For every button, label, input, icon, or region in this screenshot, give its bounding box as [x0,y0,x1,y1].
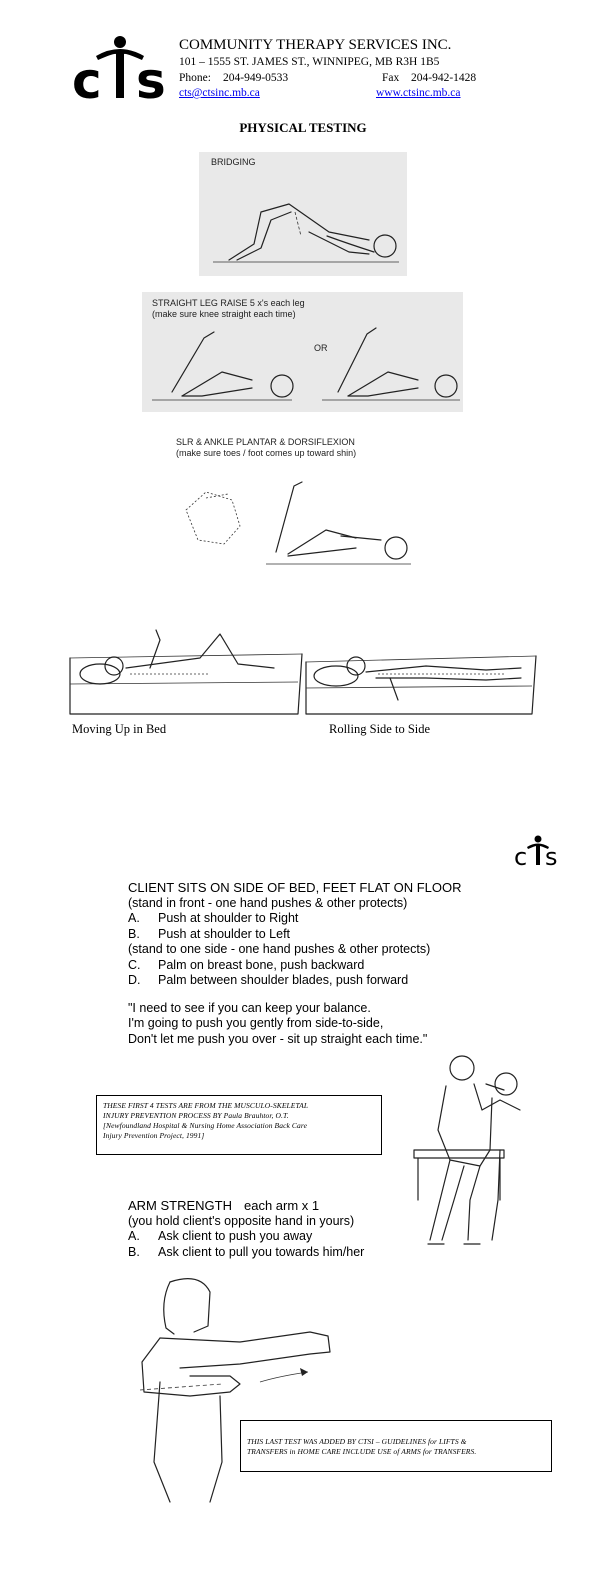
balance-subheading-front: (stand in front - one hand pushes & othe… [128,895,408,910]
caption-rolling-side-to-side: Rolling Side to Side [329,722,431,736]
bridging-illustration: BRIDGING [199,152,407,276]
ankle-label-line2: (make sure toes / foot comes up toward s… [176,448,356,458]
balance-heading: CLIENT SITS ON SIDE OF BED, FEET FLAT ON… [128,880,462,895]
company-logo: c s [72,34,172,110]
arm-strength-subheading: (you hold client's opposite hand in your… [128,1213,355,1228]
balance-item: C.Palm on breast bone, push backward [128,957,365,972]
website-link[interactable]: www.ctsinc.mb.ca [376,87,461,99]
source-note-box: THESE FIRST 4 TESTS ARE FROM THE MUSCULO… [96,1095,382,1155]
balance-quote-line: Don't let me push you over - sit up stra… [128,1031,428,1046]
phone-label: Phone: [179,72,211,84]
ankle-illustration: SLR & ANKLE PLANTAR & DORSIFLEXION (make… [176,434,416,574]
moving-up-in-bed-illustration [69,618,303,722]
balance-quote-line: I'm going to push you gently from side-t… [128,1016,384,1030]
rolling-side-to-side-illustration [305,636,537,720]
slr-label-line1: STRAIGHT LEG RAISE 5 x's each leg [152,298,305,308]
ctsi-note-box: THIS LAST TEST WAS ADDED BY CTSI – GUIDE… [240,1420,552,1472]
fax-number: 204-942-1428 [411,72,477,84]
svg-text:c: c [514,843,527,871]
arm-strength-illustration [130,1272,350,1512]
balance-item: B.Push at shoulder to Left [128,926,291,941]
page-title: PHYSICAL TESTING [239,120,367,135]
page2-logo: c s [514,834,562,871]
svg-text:c: c [72,52,102,110]
email-link[interactable]: cts@ctsinc.mb.ca [179,87,260,99]
balance-item: D.Palm between shoulder blades, push for… [128,973,409,987]
balance-item: A.Push at shoulder to Right [128,911,299,925]
slr-label-line2: (make sure knee straight each time) [152,309,296,319]
arm-strength-item: A.Ask client to push you away [128,1229,313,1243]
arm-strength-item: B.Ask client to pull you towards him/her [128,1244,365,1259]
balance-subheading-side: (stand to one side - one hand pushes & o… [128,942,431,956]
company-address: 101 – 1555 ST. JAMES ST., WINNIPEG, MB R… [179,56,440,68]
caption-moving-up-in-bed: Moving Up in Bed [72,722,167,736]
sitting-balance-illustration [410,1050,530,1260]
phone-number: 204-949-0533 [223,72,289,84]
svg-text:s: s [136,52,166,110]
ankle-label-line1: SLR & ANKLE PLANTAR & DORSIFLEXION [176,437,355,447]
balance-quote-line: "I need to see if you can keep your bala… [128,1000,371,1015]
company-name: COMMUNITY THERAPY SERVICES INC. [179,37,452,53]
bridging-label: BRIDGING [211,157,256,167]
slr-illustration: STRAIGHT LEG RAISE 5 x's each leg (make … [142,292,463,412]
slr-or-label: OR [314,343,328,353]
svg-text:s: s [545,843,558,871]
fax-label: Fax [382,72,400,84]
balance-test-section: CLIENT SITS ON SIDE OF BED, FEET FLAT ON… [128,880,462,1047]
